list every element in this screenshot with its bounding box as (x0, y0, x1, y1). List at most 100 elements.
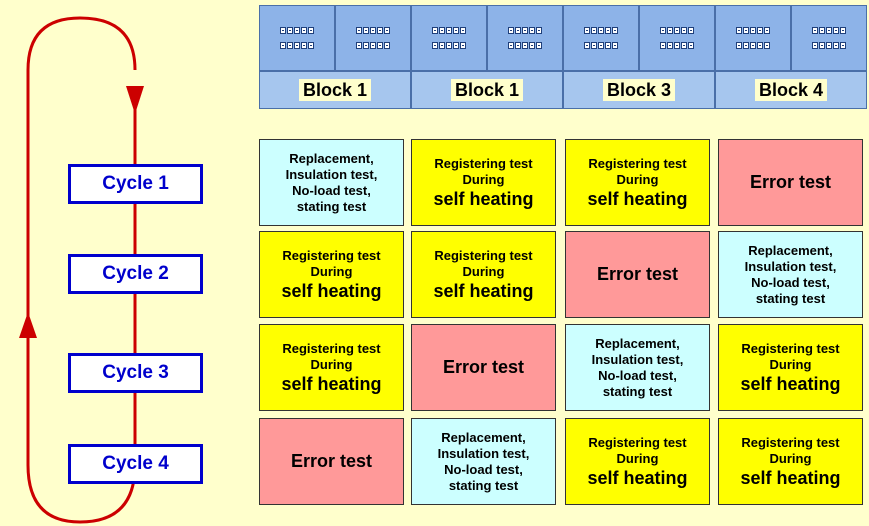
meter-icon (840, 42, 846, 49)
meter-icon (356, 42, 362, 49)
meter-icon (515, 42, 521, 49)
calibration-test-line: stating test (602, 383, 673, 399)
meter-icon (280, 27, 286, 34)
meter-icon (294, 42, 300, 49)
meter-icon (688, 27, 694, 34)
meter-icon (819, 27, 825, 34)
meter-row (660, 27, 694, 34)
meter-row (432, 42, 466, 49)
calibration-test-line: stating test (448, 477, 519, 493)
meter-icon (356, 27, 362, 34)
meter-icon (529, 27, 535, 34)
registering-test-line: self heating (433, 280, 534, 301)
registering-test-line: During (310, 356, 353, 372)
meter-icon (743, 42, 749, 49)
meter-icon (460, 42, 466, 49)
meter-rack-segment (487, 5, 563, 71)
meter-icon (439, 42, 445, 49)
meter-row (356, 42, 390, 49)
calibration-test-line: Insulation test, (285, 166, 378, 182)
meter-row (736, 27, 770, 34)
meter-icon (508, 42, 514, 49)
meter-icon (301, 27, 307, 34)
registering-test-line: During (616, 171, 659, 187)
registering-test-line: During (310, 263, 353, 279)
block-label-3: Block 3 (563, 71, 715, 109)
registering-test-line: During (462, 263, 505, 279)
meter-icon (736, 42, 742, 49)
meter-icon (750, 42, 756, 49)
meter-icon (370, 27, 376, 34)
error-test-cell: Error test (565, 231, 710, 318)
registering-test-line: self heating (281, 373, 382, 394)
registering-test-line: Registering test (282, 247, 381, 263)
error-test-label: Error test (749, 172, 832, 192)
down-arrow-icon (126, 86, 144, 114)
meter-icon (764, 42, 770, 49)
meter-icon (377, 27, 383, 34)
meter-icon (598, 42, 604, 49)
meter-icon (294, 27, 300, 34)
meter-row (812, 27, 846, 34)
meter-icon (764, 27, 770, 34)
meter-icon (308, 42, 314, 49)
calibration-test-cell: Replacement,Insulation test,No-load test… (565, 324, 710, 411)
meter-icon (432, 42, 438, 49)
meter-icon (363, 27, 369, 34)
meter-icon (674, 27, 680, 34)
meter-icon (688, 42, 694, 49)
meter-icon (681, 27, 687, 34)
meter-icon (439, 27, 445, 34)
meter-icon (384, 27, 390, 34)
registering-test-line: self heating (587, 467, 688, 488)
calibration-test-line: No-load test, (751, 274, 830, 290)
error-test-cell: Error test (411, 324, 556, 411)
meter-row (280, 42, 314, 49)
block-label-text: Block 1 (450, 79, 524, 101)
meter-rack-segment (791, 5, 867, 71)
meter-icon (833, 27, 839, 34)
calibration-test-line: Replacement, (595, 335, 680, 351)
meter-icon (833, 42, 839, 49)
registering-test-line: During (616, 450, 659, 466)
meter-icon (674, 42, 680, 49)
meter-icon (536, 27, 542, 34)
meter-icon (287, 27, 293, 34)
meter-rack-segment (639, 5, 715, 71)
meter-icon (453, 27, 459, 34)
registering-test-line: self heating (740, 373, 841, 394)
registering-test-line: During (462, 171, 505, 187)
meter-icon (660, 42, 666, 49)
meter-icon (757, 27, 763, 34)
meter-icon (612, 42, 618, 49)
meter-rack-segment (563, 5, 639, 71)
meter-icon (529, 42, 535, 49)
calibration-test-line: Replacement, (289, 150, 374, 166)
meter-row (508, 42, 542, 49)
error-test-label: Error test (290, 451, 373, 471)
meter-icon (812, 42, 818, 49)
registering-test-line: self heating (281, 280, 382, 301)
meter-icon (308, 27, 314, 34)
block-label-text: Block 1 (298, 79, 372, 101)
loop-path (26, 16, 137, 524)
registering-test-line: self heating (433, 188, 534, 209)
meter-icon (446, 27, 452, 34)
cycle-3-box: Cycle 3 (68, 353, 203, 393)
cycle-1-box: Cycle 1 (68, 164, 203, 204)
calibration-test-line: No-load test, (444, 461, 523, 477)
error-test-label: Error test (596, 264, 679, 284)
registering-test-line: During (769, 356, 812, 372)
meter-icon (287, 42, 293, 49)
meter-icon (584, 42, 590, 49)
meter-icon (432, 27, 438, 34)
registering-test-line: Registering test (588, 155, 687, 171)
meter-rack-segment (715, 5, 791, 71)
calibration-test-cell: Replacement,Insulation test,No-load test… (718, 231, 863, 318)
meter-icon (301, 42, 307, 49)
meter-rack-segment (335, 5, 411, 71)
